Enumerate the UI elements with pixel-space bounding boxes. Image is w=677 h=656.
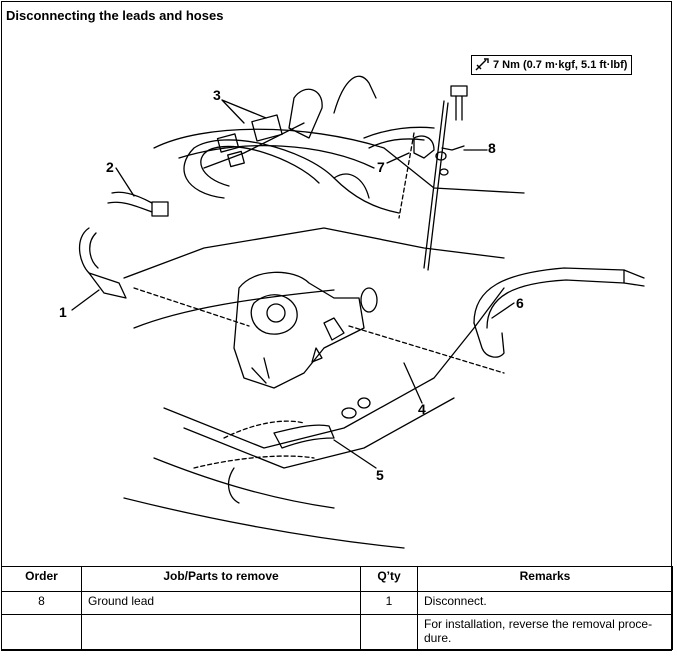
cell-remarks: For installation, reverse the removal pr… (417, 614, 673, 650)
page-title: Disconnecting the leads and hoses (6, 8, 224, 23)
header-qty: Q’ty (360, 566, 418, 592)
cell-part: Ground lead (81, 591, 361, 615)
callout-2: 2 (106, 159, 114, 175)
callout-8: 8 (488, 140, 496, 156)
cell-part (81, 614, 361, 650)
callout-7: 7 (377, 159, 385, 175)
torque-spec-label: 7 Nm (0.7 m·kgf, 5.1 ft·lbf) (471, 55, 633, 75)
header-job-parts: Job/Parts to remove (81, 566, 361, 592)
engine-illustration: 1 2 3 4 5 6 7 8 (59, 75, 645, 549)
cell-order (1, 614, 82, 650)
header-remarks: Remarks (417, 566, 673, 592)
table-row: 8 Ground lead 1 Disconnect. (1, 591, 673, 615)
header-order: Order (1, 566, 82, 592)
callout-1: 1 (59, 304, 67, 320)
torque-spec-text: 7 Nm (0.7 m·kgf, 5.1 ft·lbf) (493, 59, 628, 71)
callout-6: 6 (516, 295, 524, 311)
table-row: For installation, reverse the removal pr… (1, 614, 673, 650)
callout-4: 4 (418, 401, 426, 417)
parts-table: Order Job/Parts to remove Q’ty Remarks 8… (1, 566, 673, 650)
callout-5: 5 (376, 467, 384, 483)
cell-qty: 1 (360, 591, 418, 615)
cell-remarks: Disconnect. (417, 591, 673, 615)
table-header-row: Order Job/Parts to remove Q’ty Remarks (1, 566, 673, 592)
cell-qty (360, 614, 418, 650)
callout-3: 3 (213, 87, 221, 103)
cell-order: 8 (1, 591, 82, 615)
torque-wrench-icon (475, 58, 489, 71)
